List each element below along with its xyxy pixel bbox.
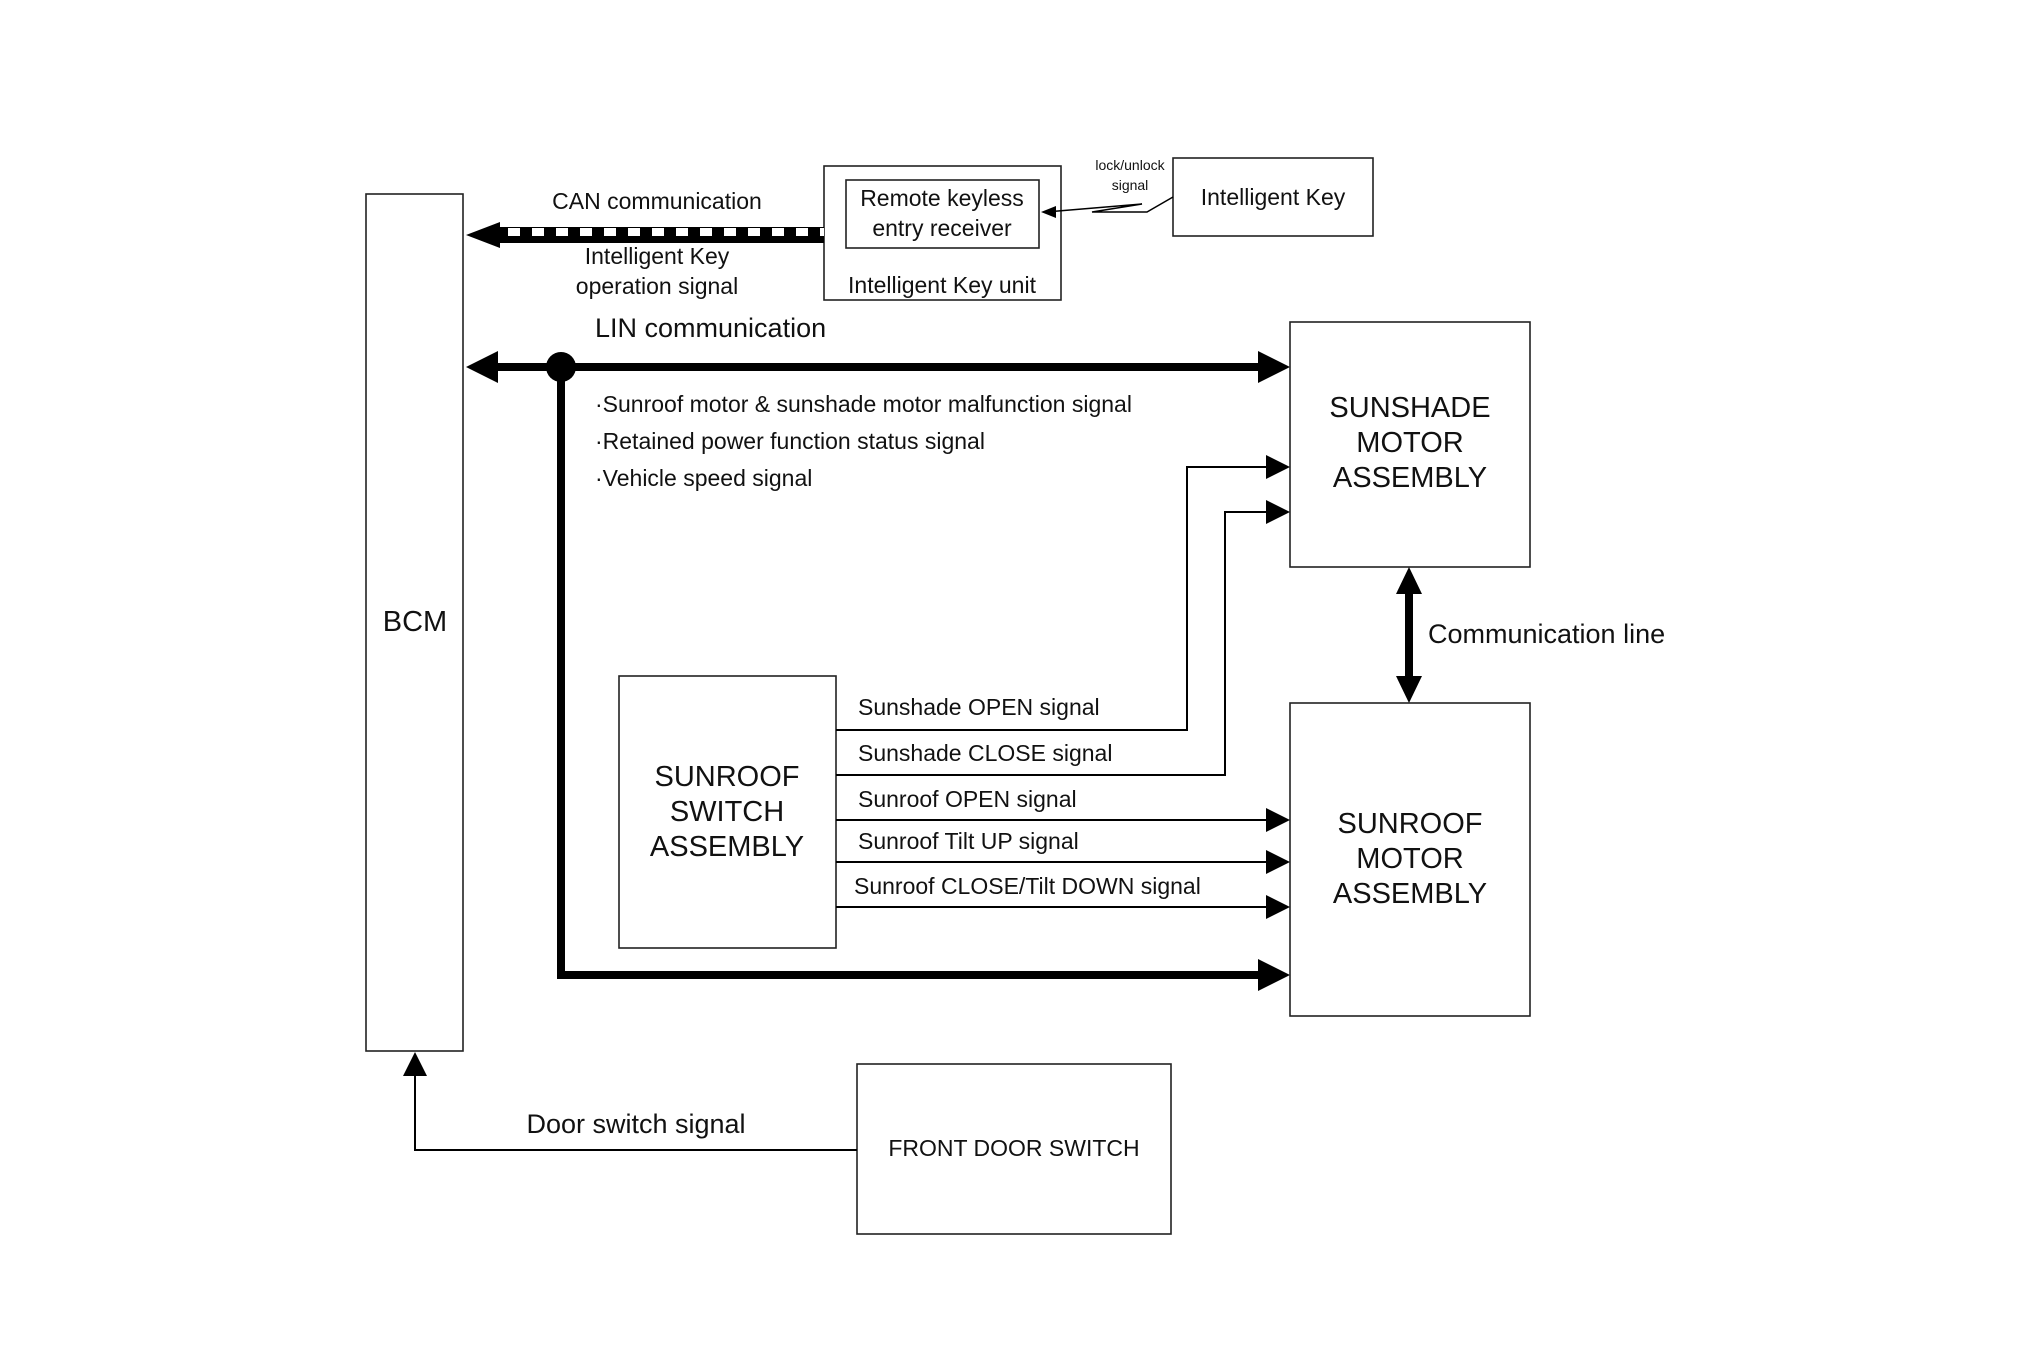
sunroof-tilt-up-label: Sunroof Tilt UP signal bbox=[858, 828, 1079, 854]
sunroof-close-tilt-down-arrowhead bbox=[1266, 895, 1290, 919]
lin-left-arrowhead bbox=[466, 351, 498, 383]
sunshade-open-signal-wire: Sunshade OPEN signal bbox=[836, 455, 1290, 731]
intelligent-key-label: Intelligent Key bbox=[1201, 184, 1346, 210]
sunroof-switch-label-line-2: SWITCH bbox=[670, 796, 784, 828]
communication-line: Communication line bbox=[1396, 567, 1665, 703]
remote-keyless-receiver-block bbox=[845, 179, 1040, 249]
lock-unlock-signal-label-line-1: lock/unlock bbox=[1095, 157, 1165, 173]
intelligent-key-operation-signal-label-line-2: operation signal bbox=[576, 273, 738, 299]
door-switch-signal-wire: Door switch signal bbox=[403, 1052, 857, 1151]
door-switch-arrowhead bbox=[403, 1052, 427, 1076]
lin-communication-label: LIN communication bbox=[595, 313, 826, 343]
door-switch-signal-label: Door switch signal bbox=[526, 1109, 745, 1139]
sunshade-motor-label-line-2: MOTOR bbox=[1356, 427, 1463, 459]
sunroof-motor-label-line-2: MOTOR bbox=[1356, 843, 1463, 875]
sunroof-motor-label-line-1: SUNROOF bbox=[1338, 808, 1483, 840]
intelligent-key-unit-label: Intelligent Key unit bbox=[848, 272, 1037, 298]
sunshade-close-arrowhead bbox=[1266, 500, 1290, 524]
sunshade-open-label: Sunshade OPEN signal bbox=[858, 694, 1100, 720]
sunroof-switch-label-line-1: SUNROOF bbox=[655, 761, 800, 793]
sunroof-switch-assembly-block: SUNROOF SWITCH ASSEMBLY bbox=[618, 675, 837, 949]
can-dashed-bar bbox=[495, 227, 824, 243]
front-door-switch-label: FRONT DOOR SWITCH bbox=[888, 1135, 1139, 1161]
can-communication-line: CAN communication Intelligent Key operat… bbox=[466, 188, 824, 299]
sunroof-motor-assembly-block: SUNROOF MOTOR ASSEMBLY bbox=[1289, 702, 1531, 1017]
front-door-switch-block: FRONT DOOR SWITCH bbox=[856, 1063, 1172, 1235]
sunshade-close-signal-wire: Sunshade CLOSE signal bbox=[836, 500, 1290, 776]
intelligent-key-operation-signal-label-line-1: Intelligent Key bbox=[585, 243, 730, 269]
lock-unlock-signal-label-line-2: signal bbox=[1112, 177, 1149, 193]
lin-signal-malfunction: ·Sunroof motor & sunshade motor malfunct… bbox=[595, 391, 1132, 417]
lin-signal-vehicle-speed: ·Vehicle speed signal bbox=[595, 465, 812, 491]
sunroof-close-tilt-down-label: Sunroof CLOSE/Tilt DOWN signal bbox=[854, 873, 1201, 899]
sunroof-open-arrowhead bbox=[1266, 808, 1290, 832]
sunroof-switch-label-line-3: ASSEMBLY bbox=[650, 831, 804, 863]
communication-line-label: Communication line bbox=[1428, 619, 1665, 649]
can-communication-label: CAN communication bbox=[552, 188, 762, 214]
sunshade-motor-label-line-1: SUNSHADE bbox=[1329, 392, 1490, 424]
lin-communication-bus: LIN communication ·Sunroof motor & sunsh… bbox=[466, 313, 1290, 991]
can-arrowhead bbox=[466, 222, 500, 248]
lock-unlock-signal-path: lock/unlock signal bbox=[1041, 157, 1174, 218]
intelligent-key-block: Intelligent Key bbox=[1172, 157, 1374, 237]
sunroof-motor-label-line-3: ASSEMBLY bbox=[1333, 878, 1487, 910]
sunroof-tilt-up-signal-wire: Sunroof Tilt UP signal bbox=[836, 828, 1290, 874]
bcm-block: BCM bbox=[365, 193, 464, 1052]
lin-sunshade-arrowhead bbox=[1258, 351, 1290, 383]
communication-line-top-arrowhead bbox=[1396, 567, 1422, 594]
sunshade-motor-label-line-3: ASSEMBLY bbox=[1333, 462, 1487, 494]
sunroof-open-label: Sunroof OPEN signal bbox=[858, 786, 1077, 812]
lock-unlock-arrowhead bbox=[1041, 206, 1056, 218]
communication-line-bottom-arrowhead bbox=[1396, 676, 1422, 703]
bcm-label: BCM bbox=[383, 606, 447, 638]
sunroof-tilt-up-arrowhead bbox=[1266, 850, 1290, 874]
lin-sunroof-arrowhead bbox=[1258, 959, 1290, 991]
intelligent-key-unit-block: Remote keyless entry receiver Intelligen… bbox=[823, 165, 1062, 301]
lin-signal-retained-power: ·Retained power function status signal bbox=[595, 428, 985, 454]
sunshade-motor-assembly-block: SUNSHADE MOTOR ASSEMBLY bbox=[1289, 321, 1531, 568]
sunroof-close-tilt-down-signal-wire: Sunroof CLOSE/Tilt DOWN signal bbox=[836, 873, 1290, 919]
sunshade-open-arrowhead bbox=[1266, 455, 1290, 479]
remote-keyless-receiver-label-line-2: entry receiver bbox=[872, 215, 1012, 241]
sunroof-open-signal-wire: Sunroof OPEN signal bbox=[836, 786, 1290, 832]
remote-keyless-receiver-label-line-1: Remote keyless bbox=[860, 185, 1024, 211]
sunshade-close-label: Sunshade CLOSE signal bbox=[858, 740, 1112, 766]
